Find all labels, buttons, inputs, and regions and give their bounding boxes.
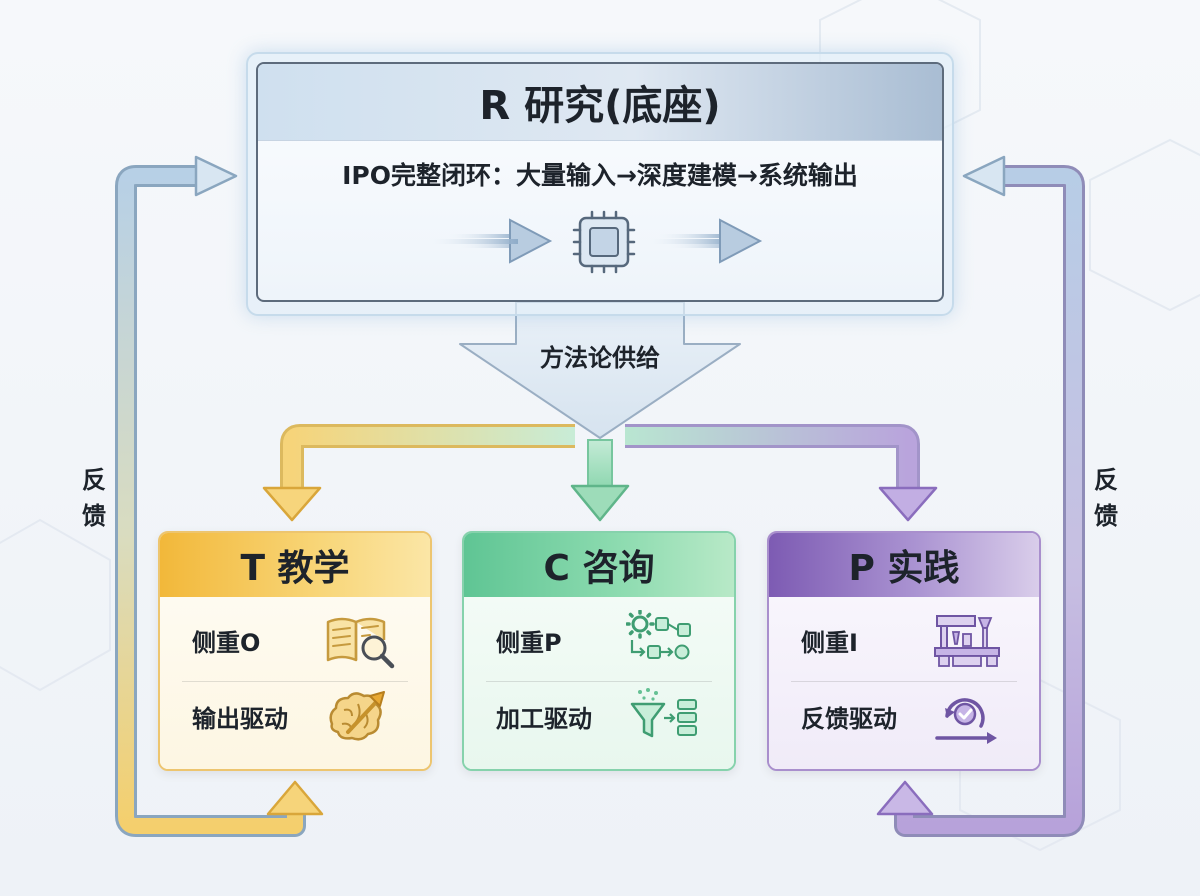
chip-icon xyxy=(572,210,636,274)
practice-divider xyxy=(791,681,1017,682)
research-flow-graphic xyxy=(428,210,763,274)
input-arrow-icon xyxy=(428,218,553,264)
branch-to-practice xyxy=(625,424,938,522)
consulting-row-driver: 加工驱动 xyxy=(464,679,734,753)
practice-focus-label: 侧重I xyxy=(801,628,858,657)
consulting-card-body: 侧重P xyxy=(464,597,734,769)
branch-to-consulting xyxy=(570,439,630,522)
practice-card: P 实践 侧重I 反馈驱动 xyxy=(767,531,1041,771)
gear-flow-icon xyxy=(626,610,691,660)
teaching-driver-label: 输出驱动 xyxy=(192,704,288,733)
branch-to-teaching xyxy=(262,424,575,522)
teaching-row-driver: 输出驱动 xyxy=(160,679,430,753)
practice-row-focus: 侧重I xyxy=(769,603,1039,677)
funnel-list-icon xyxy=(630,688,697,738)
consulting-focus-label: 侧重P xyxy=(496,628,562,657)
feedback-right-text: 反馈 xyxy=(1094,466,1118,530)
teaching-card-title: T 教学 xyxy=(160,533,430,597)
feedback-label-right: 反馈 xyxy=(1086,462,1126,534)
lab-bench-icon xyxy=(934,615,1000,667)
method-supply-label: 方法论供给 xyxy=(540,344,660,372)
consulting-driver-label: 加工驱动 xyxy=(496,704,592,733)
brain-arrow-icon xyxy=(329,691,385,741)
teaching-focus-label: 侧重O xyxy=(192,628,261,657)
feedback-loop-right xyxy=(876,155,1085,837)
practice-card-title: P 实践 xyxy=(769,533,1039,597)
teaching-row-focus: 侧重O xyxy=(160,603,430,677)
feedback-loop-left xyxy=(115,155,324,837)
practice-card-body: 侧重I 反馈驱动 xyxy=(769,597,1039,769)
consulting-card-title: C 咨询 xyxy=(464,533,734,597)
practice-driver-label: 反馈驱动 xyxy=(801,704,897,733)
consulting-card: C 咨询 侧重P xyxy=(462,531,736,771)
output-arrow-icon xyxy=(648,218,763,264)
teaching-card: T 教学 侧重O 输出驱动 xyxy=(158,531,432,771)
book-magnifier-icon xyxy=(326,617,395,669)
research-title: R 研究(底座) xyxy=(258,64,942,141)
feedback-label-left: 反馈 xyxy=(74,462,114,534)
research-subtitle: IPO完整闭环：大量输入→深度建模→系统输出 xyxy=(342,161,858,190)
consulting-row-focus: 侧重P xyxy=(464,603,734,677)
teaching-card-body: 侧重O 输出驱动 xyxy=(160,597,430,769)
feedback-left-text: 反馈 xyxy=(82,466,106,530)
cycle-check-icon xyxy=(935,698,997,744)
research-box: R 研究(底座) IPO完整闭环：大量输入→深度建模→系统输出 xyxy=(256,62,944,302)
teaching-divider xyxy=(182,681,408,682)
practice-row-driver: 反馈驱动 xyxy=(769,679,1039,753)
consulting-divider xyxy=(486,681,712,682)
